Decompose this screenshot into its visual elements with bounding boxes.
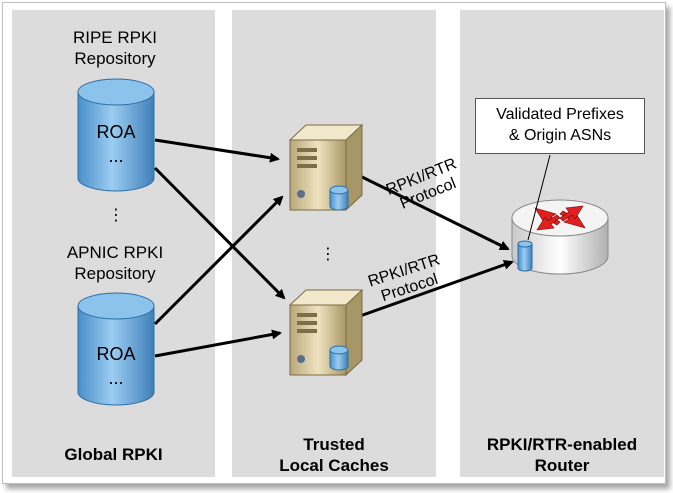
column-title-router: RPKI/RTR-enabled Router [460, 434, 664, 476]
column-title-caches: Trusted Local Caches [232, 434, 436, 476]
arrow-apnic-to-cache2 [154, 329, 282, 358]
database-icon-apnic [77, 292, 155, 406]
column-title-caches-line1: Trusted [303, 435, 365, 454]
roa-more-apnic: ... [108, 368, 124, 388]
repo-apnic-name: APNIC RPKI Repository [45, 242, 185, 284]
column-title-global: Global RPKI [64, 445, 163, 464]
arrow-cache1-to-router [359, 174, 510, 251]
column-title-caches-line2: Local Caches [279, 456, 389, 475]
server-icon-cache2 [288, 288, 364, 377]
repo-apnic-name-line2: Repository [74, 264, 156, 283]
repo-apnic-name-line1: APNIC RPKI [66, 243, 164, 262]
column-title-router-line2: Router [534, 456, 590, 475]
roa-label-ripe: ROA [96, 122, 136, 142]
database-icon-ripe [77, 78, 155, 192]
callout-pointer [527, 154, 551, 241]
roa-more-ripe: ... [108, 146, 124, 166]
validated-prefixes-callout: Validated Prefixes & Origin ASNs [475, 98, 645, 154]
callout-line1: Validated Prefixes [496, 106, 624, 123]
column-local-caches [232, 10, 436, 477]
arrow-ripe-to-cache2 [153, 166, 286, 300]
arrow-apnic-to-cache1 [153, 195, 284, 326]
arrow-cache2-to-router [359, 259, 514, 318]
callout-line2: & Origin ASNs [508, 127, 612, 144]
arrow-ripe-to-cache1 [154, 138, 280, 163]
repo-ripe-name-line2: Repository [74, 49, 156, 68]
repo-ripe-name-line1: RIPE RPKI [72, 28, 158, 47]
router-icon [511, 199, 609, 275]
server-icon-cache1 [288, 123, 364, 212]
repo-ripe-name: RIPE RPKI Repository [50, 27, 180, 69]
column-title-router-line1: RPKI/RTR-enabled [486, 435, 638, 454]
repositories-ellipsis: ⋮ [108, 207, 124, 224]
roa-label-apnic: ROA [96, 344, 136, 364]
caches-ellipsis: ⋮ [320, 246, 336, 263]
